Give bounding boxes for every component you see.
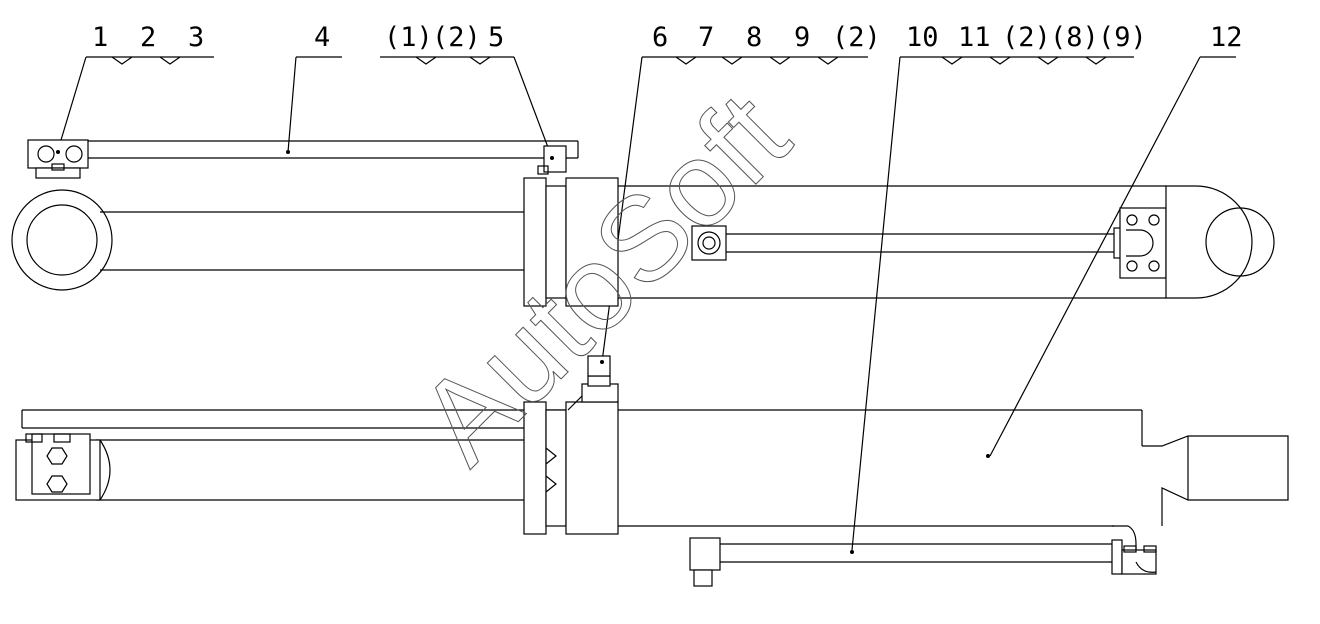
callout-6: 6 [652,22,668,53]
callout-10: 10 [906,22,939,53]
callout-1-ref: (1) [384,22,433,53]
callout-2-ref: (2) [432,22,481,53]
callout-3: 3 [188,22,204,53]
cylinder-eye [1165,185,1253,299]
cylinder-head [565,177,619,307]
callout-2-ref-b: (2) [832,22,881,53]
top-view-cylinder [11,139,1275,307]
bolt-head-icon [65,145,83,163]
callout-labels: 1 2 3 4 (1) (2) 5 6 7 8 9 (2) 10 11 (2) … [92,22,1243,53]
pipe-clamp [1121,549,1157,575]
bolt-head-icon [46,447,68,465]
cylinder-head-bottom [565,401,619,535]
callout-7: 7 [698,22,714,53]
port-elbow [689,537,721,571]
clamp-5 [543,145,567,173]
leader-lines [57,56,1236,551]
callout-9-ref: (9) [1098,22,1147,53]
callout-2: 2 [140,22,156,53]
rod-eye-bore [26,204,98,276]
callout-2-ref-c: (2) [1002,22,1051,53]
callout-8: 8 [746,22,762,53]
callout-1: 1 [92,22,108,53]
clamp-block-right [1119,207,1167,279]
callout-12: 12 [1210,22,1243,53]
callout-5: 5 [488,22,504,53]
callout-8-ref: (8) [1050,22,1099,53]
fitting-6 [587,355,611,377]
item-markers [56,150,990,554]
plug-icon [697,231,721,255]
bolt-head-icon [46,475,68,493]
callout-11: 11 [958,22,991,53]
bottom-view-cylinder [15,355,1289,587]
callout-9: 9 [794,22,810,53]
bolt-head-icon [37,145,55,163]
callout-4: 4 [314,22,330,53]
